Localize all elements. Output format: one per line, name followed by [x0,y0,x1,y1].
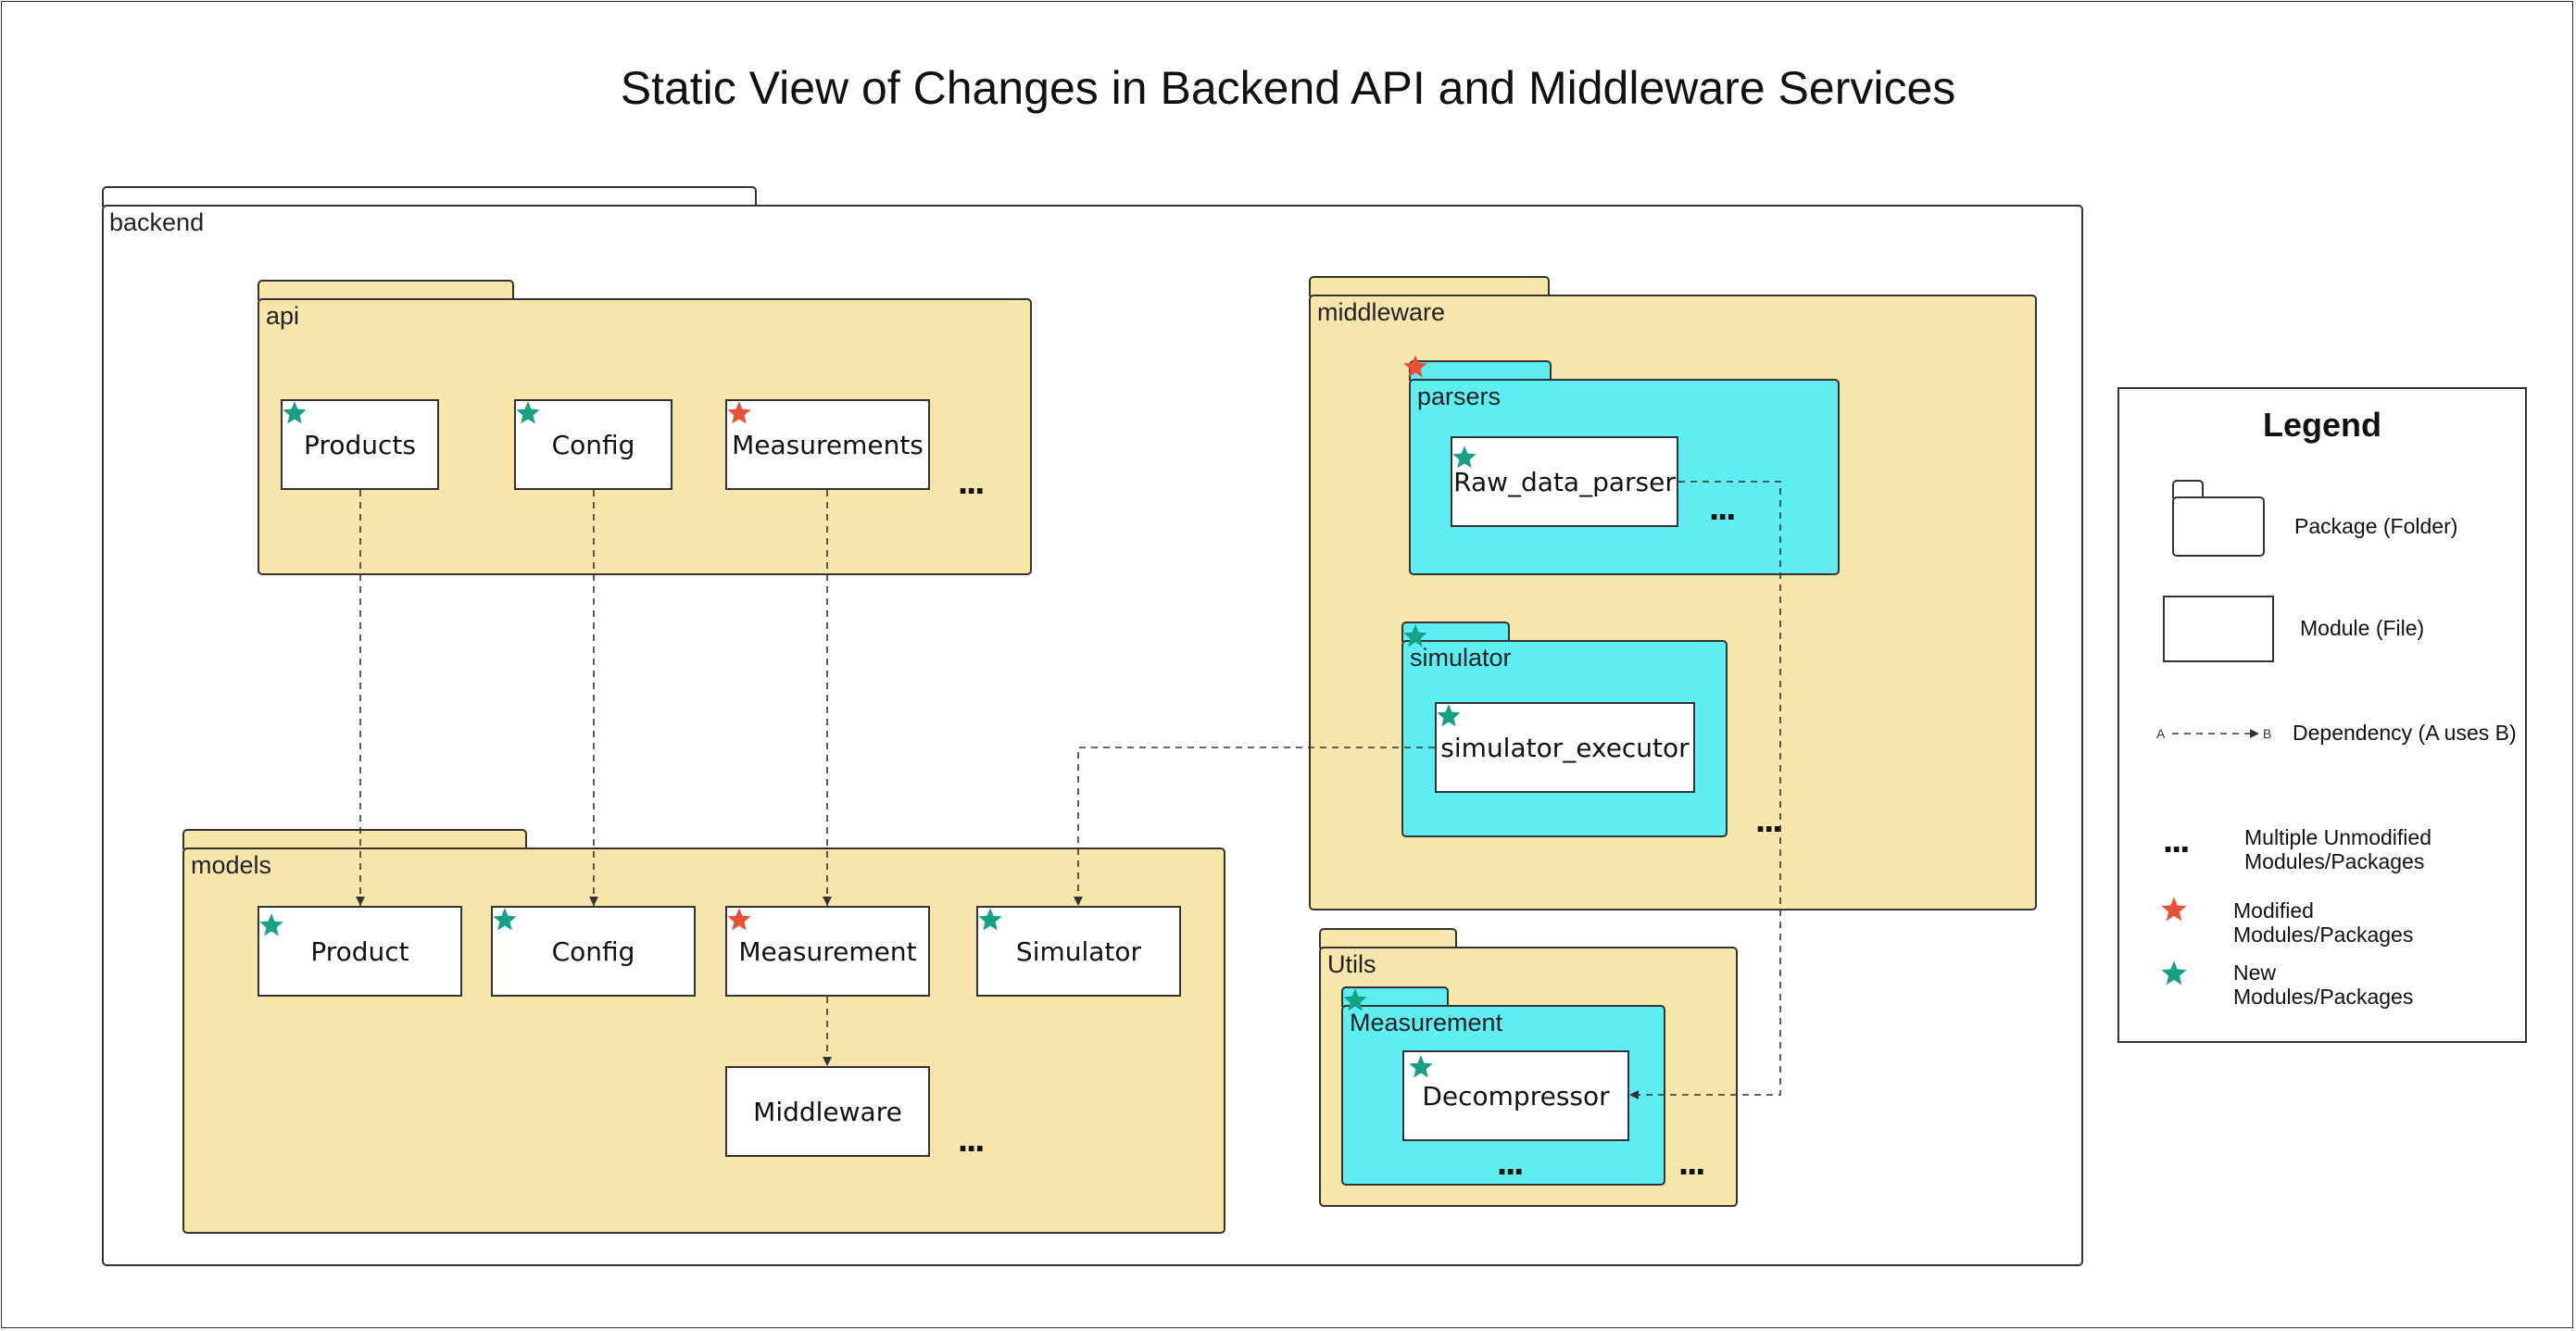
api-package-tab [258,280,514,300]
module-simulator-executor[interactable]: simulator_executor [1435,702,1695,793]
models-package-label: models [191,851,272,879]
legend-package-label: Package (Folder) [2294,514,2458,538]
legend-dots-symbol: ... [2163,820,2190,860]
legend-title: Legend [2262,406,2381,444]
utils-package-tab [1319,928,1457,948]
dependency-raw-data-parser-to-decompressor [1629,481,1781,1099]
utils-package-label: Utils [1327,950,1376,978]
legend-package-icon-tab [2172,480,2204,498]
legend-new-star-icon [2161,961,2187,986]
simulator-package-label: simulator [1410,644,1512,672]
new-star-icon [1409,1055,1433,1078]
module-api-products[interactable]: Products [281,399,439,490]
modified-star-icon [1403,355,1427,378]
legend-modified-label-line2: Modules/Packages [2233,923,2414,947]
legend-dep-b: B [2263,726,2272,741]
simulator-package-tab [1401,622,1510,642]
api-package-label: api [266,302,300,330]
legend-new-label-line1: New [2233,961,2277,985]
legend-dots-label-line2: Modules/Packages [2244,849,2425,873]
new-star-icon [978,908,1002,931]
modified-star-icon [727,908,751,931]
module-models-middleware[interactable]: Middleware [725,1066,930,1157]
diagram-title: Static View of Changes in Backend API an… [620,62,1956,114]
legend-modified-label-line1: Modified [2233,898,2314,923]
legend-new-label-line2: Modules/Packages [2233,985,2414,1009]
module-models-measurement[interactable]: Measurement [725,906,930,997]
modified-star-icon [727,401,751,424]
backend-package-label: backend [109,208,205,236]
module-raw-data-parser[interactable]: Raw_data_parser [1451,436,1678,527]
new-star-icon [283,401,307,424]
new-star-icon [1452,446,1476,469]
legend-module-label: Module (File) [2300,616,2425,640]
middleware-package-tab [1309,276,1550,296]
legend-package-icon [2172,496,2265,557]
legend-modified-star-icon [2161,897,2187,922]
legend-dependency-label: Dependency (A uses B) [2293,721,2517,745]
legend-dependency-arrow-icon [2172,729,2259,738]
dependency-simulator-executor-to-simulator [1074,747,1435,906]
new-star-icon [1437,704,1461,727]
module-api-measurements[interactable]: Measurements [725,399,930,490]
new-star-icon [493,908,517,931]
middleware-package-label: middleware [1317,298,1446,326]
measurement-package-tab [1341,986,1449,1007]
models-package-tab [182,829,527,849]
legend-dep-a: A [2156,726,2166,741]
backend-package-tab [102,186,757,207]
new-star-icon [1343,988,1367,1011]
legend-dots-label-line1: Multiple Unmodified [2244,825,2431,849]
module-api-config[interactable]: Config [514,399,672,490]
legend-module-icon [2163,596,2274,662]
module-models-product[interactable]: Product [258,906,462,997]
new-star-icon [516,401,540,424]
measurement-package-label: Measurement [1350,1009,1503,1036]
parsers-package-label: parsers [1417,383,1502,410]
new-star-icon [259,913,283,936]
parsers-package-tab [1409,360,1552,381]
module-decompressor[interactable]: Decompressor [1402,1050,1629,1141]
new-star-icon [1403,624,1427,647]
module-models-simulator[interactable]: Simulator [976,906,1181,997]
module-models-config[interactable]: Config [491,906,696,997]
